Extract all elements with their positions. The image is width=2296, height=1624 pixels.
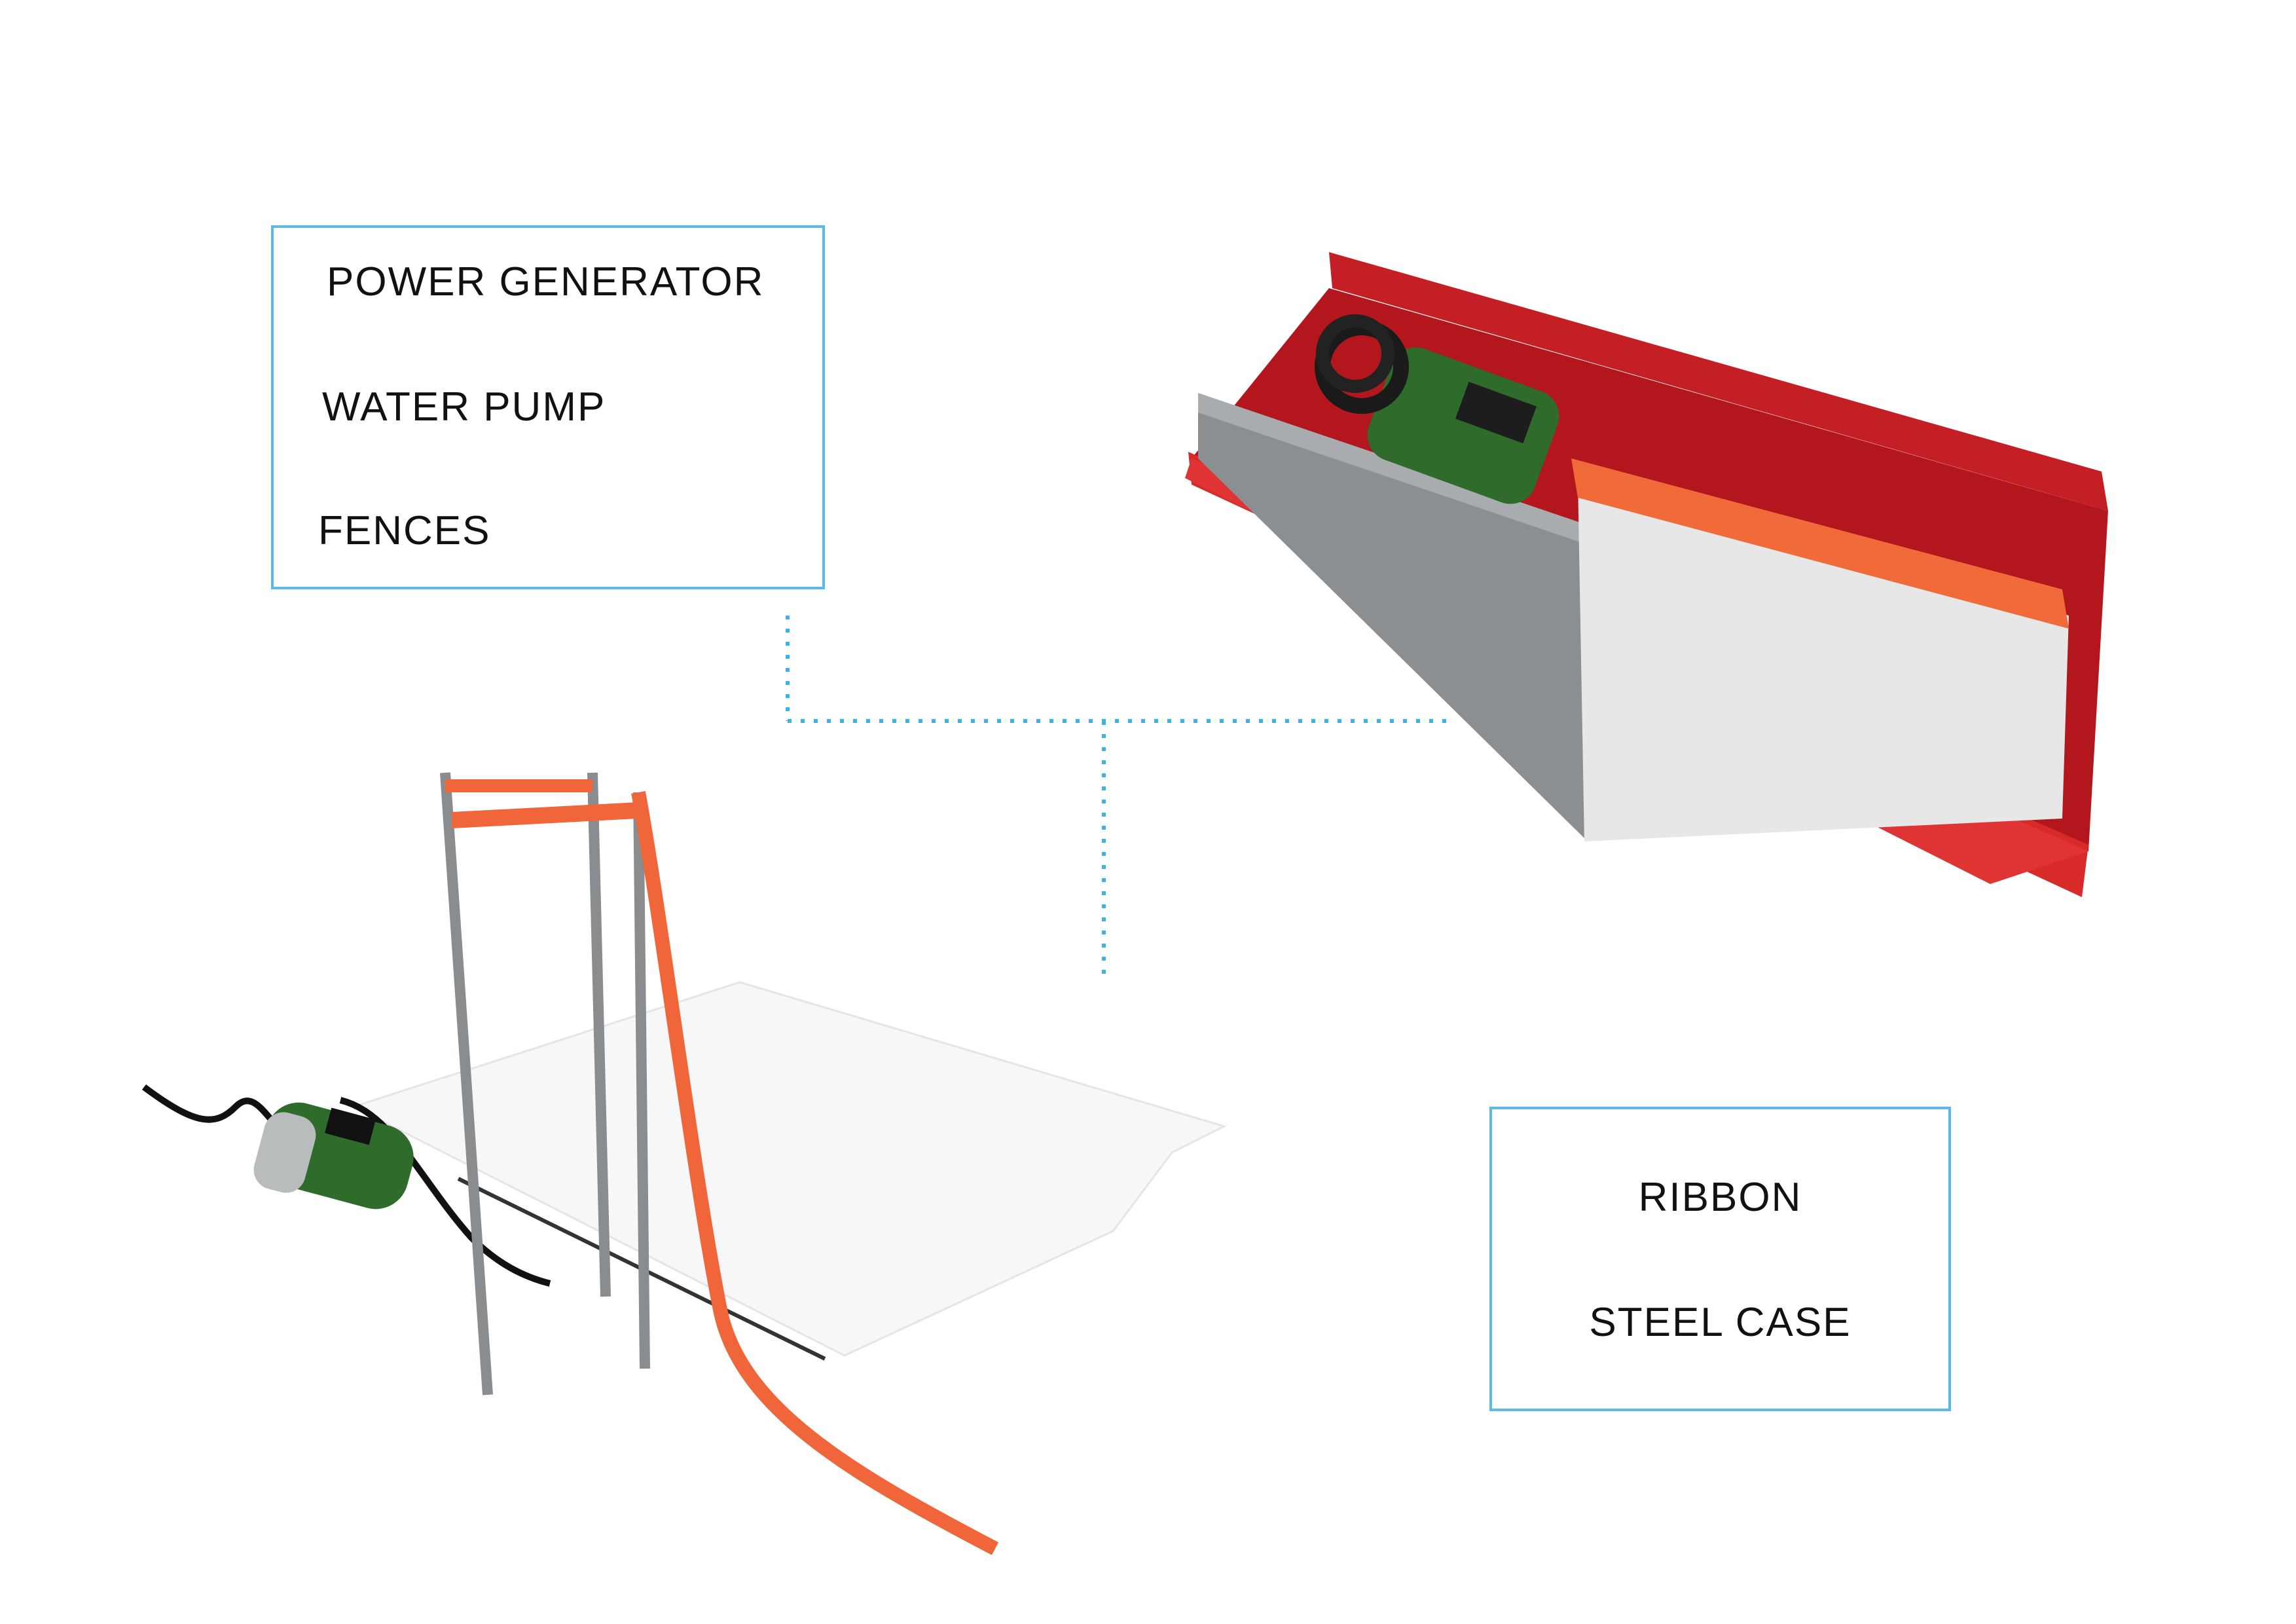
label-ribbon: RIBBON (1638, 1175, 1802, 1220)
label-fences: FENCES (318, 508, 491, 553)
fence-illustration (440, 772, 999, 1555)
label-power-generator: POWER GENERATOR (327, 259, 765, 304)
dotted-connector (786, 616, 1454, 979)
label-steel-case: STEEL CASE (1589, 1300, 1851, 1345)
sheet-illustration (351, 981, 1228, 1357)
components-box-bottom (1489, 1107, 1951, 1411)
water-pump-illustration (142, 1084, 551, 1287)
steel-case-illustration (1185, 252, 2108, 897)
components-box-top (271, 225, 825, 589)
label-water-pump: WATER PUMP (322, 384, 606, 430)
